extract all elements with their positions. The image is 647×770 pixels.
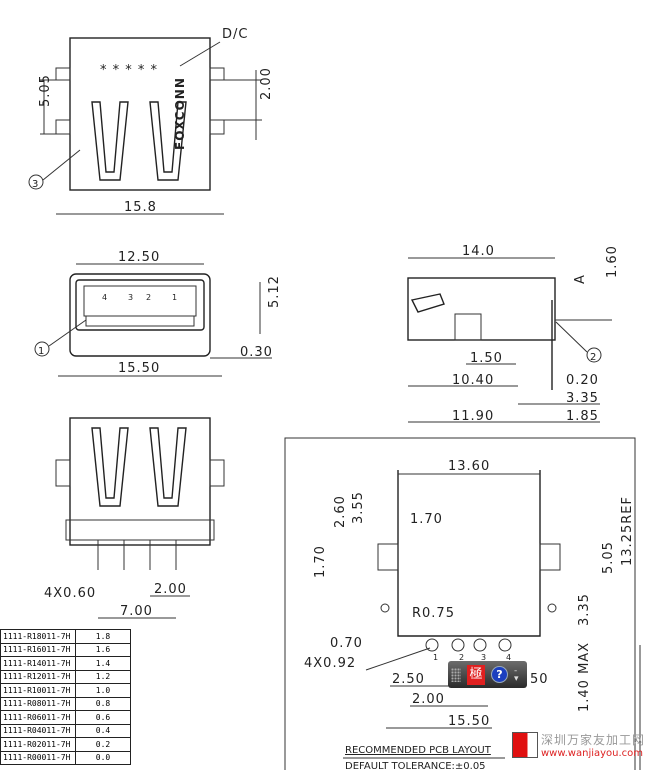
toolbar-menu-icon[interactable]: -▾ [514,665,519,684]
pcb-layout: 13.60 1 2 3 4 3.55 2.60 1.70 1.70 13.25R… [284,437,641,770]
pad-label: 4 [506,653,512,662]
part-value: 1.0 [75,683,131,698]
callout-3: 3 [32,179,39,190]
watermark-logo-icon [512,732,538,758]
dim-1040: 10.40 [452,373,494,388]
callout-2: 2 [590,352,597,363]
default-tolerance: DEFAULT TOLERANCE:±0.05 [345,761,486,770]
pin-label: 1 [172,293,178,302]
dim-260: 2.60 [333,495,348,528]
dim-250: 2.50 [392,672,425,687]
part-number: 1111-R18011-7H [0,629,76,644]
part-number: 1111-R00011-7H [0,750,76,765]
dim-1190: 11.90 [452,409,494,424]
part-number: 1111-R16011-7H [0,642,76,657]
part-number: 1111-R04011-7H [0,723,76,738]
pin-label: 2 [146,293,152,302]
brand-text: FOXCONN [173,77,187,150]
part-number: 1111-R06011-7H [0,710,76,725]
part-number: 1111-R08011-7H [0,696,76,711]
dim-505: 5.05 [38,74,53,107]
pin-label: 3 [128,293,134,302]
dim-150: 1.50 [470,351,503,366]
dim-4x060: 4X0.60 [44,586,96,601]
dim-185: 1.85 [566,409,599,424]
part-value: 1.8 [75,629,131,644]
svg-text:* * * * *: * * * * * [100,63,158,78]
dim-160: 1.60 [605,245,620,278]
drag-handle-icon[interactable] [451,667,461,682]
dim-170-b: 1.70 [313,545,328,578]
help-icon[interactable]: ? [491,666,508,683]
dim-140: 14.0 [462,244,495,259]
dim-140max: 1.40 MAX [577,642,592,712]
part-value: 1.2 [75,669,131,684]
dim-1360: 13.60 [448,459,490,474]
dim-partial: 50 [530,672,549,687]
part-value: 1.6 [75,642,131,657]
dim-170-a: 1.70 [410,512,443,527]
dim-030: 0.30 [240,345,273,360]
front-view: 4 3 2 1 12.50 5.12 15.50 0.30 1 [34,250,282,377]
dim-200-bottom: 2.00 [154,582,187,597]
part-value: 0.4 [75,723,131,738]
watermark: 深圳万家友加工网 www.wanjiayou.com [512,731,645,759]
dim-070: 0.70 [330,636,363,651]
side-view: 14.0 1.60 A 1.50 10.40 0.20 3.35 11.90 1… [407,244,620,424]
dim-r075: R0.75 [412,606,455,621]
dc-label: D/C [222,27,248,42]
callout-1: 1 [38,346,45,357]
part-value: 0.8 [75,696,131,711]
dim-158: 15.8 [124,200,157,215]
pcb-layout-title: RECOMMENDED PCB LAYOUT [345,745,492,756]
watermark-url: www.wanjiayou.com [541,748,644,759]
dim-355: 3.55 [351,491,366,524]
part-value: 0.2 [75,737,131,752]
dim-1250: 12.50 [118,250,160,265]
app-logo-icon[interactable]: 極 [467,664,485,685]
part-value: 1.4 [75,656,131,671]
top-view: * * * * * FOXCONN D/C 5.05 2.00 15.8 3 [28,27,274,215]
part-number: 1111-R10011-7H [0,683,76,698]
dim-1325ref: 13.25REF [620,496,635,566]
dim-335-pcb: 3.35 [577,593,592,626]
dim-505-pcb: 5.05 [601,541,616,574]
dim-335-side: 3.35 [566,391,599,406]
part-number: 1111-R02011-7H [0,737,76,752]
dim-4x092: 4X0.92 [304,656,356,671]
part-number: 1111-R14011-7H [0,656,76,671]
label-a: A [573,274,588,284]
dim-200-top: 2.00 [259,67,274,100]
part-number: 1111-R12011-7H [0,669,76,684]
pad-label: 2 [459,653,465,662]
dim-1550-front: 15.50 [118,361,160,376]
bottom-view: 4X0.60 2.00 7.00 [44,417,225,619]
dim-512: 5.12 [267,275,282,308]
dim-200-pcb: 2.00 [412,692,445,707]
pin-label: 4 [102,293,108,302]
watermark-name: 深圳万家友加工网 [541,733,646,747]
pad-label: 3 [481,653,487,662]
dim-020: 0.20 [566,373,599,388]
floating-toolbar: 極 ? -▾ [448,661,527,688]
dim-700: 7.00 [120,604,153,619]
part-value: 0.0 [75,750,131,765]
pad-label: 1 [433,653,439,662]
part-value: 0.6 [75,710,131,725]
dim-1550-pcb: 15.50 [448,714,490,729]
